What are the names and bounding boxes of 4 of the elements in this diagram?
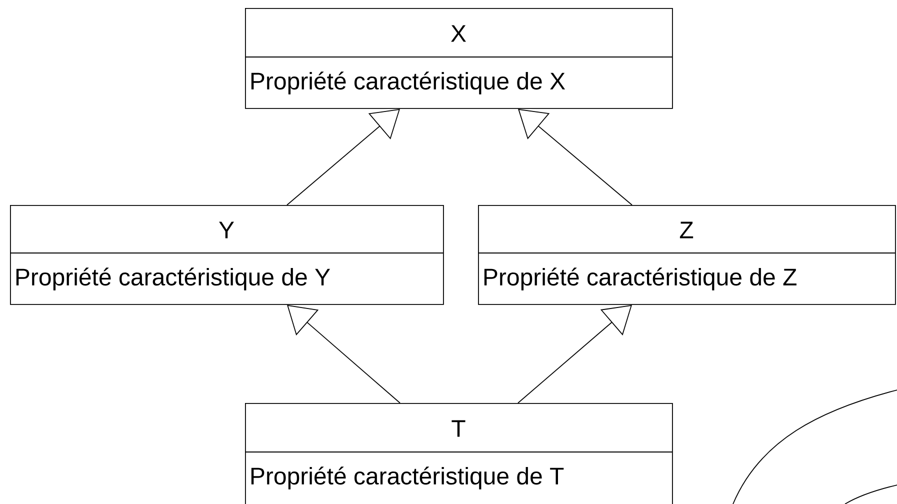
class-box: Y Propriété caractéristique de Y: [10, 205, 444, 305]
class-box: X Propriété caractéristique de X: [244, 8, 673, 109]
class-box: Z Propriété caractéristique de Z: [478, 205, 896, 305]
class-box: T Propriété caractéristique de T: [244, 403, 673, 504]
